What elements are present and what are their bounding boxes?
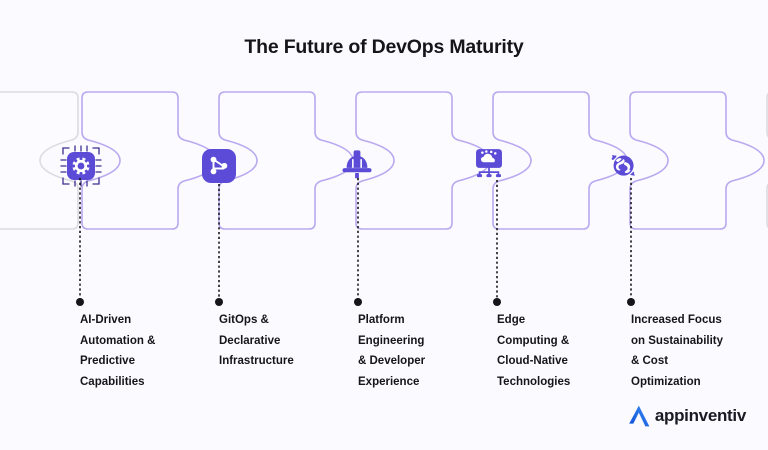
step-label-5: Increased Focus on Sustainability & Cost…: [631, 310, 761, 392]
puzzle-strip: [0, 91, 768, 230]
step-label-5-line-1: Increased Focus: [631, 314, 722, 326]
step-label-3-line-1: Platform: [358, 314, 405, 326]
puzzle-piece-5: [629, 91, 765, 230]
git-branch-nodes-icon: [202, 149, 236, 183]
puzzle-piece-4: [492, 91, 628, 230]
puzzle-piece-2: [218, 91, 354, 230]
connector-dot-2: [215, 298, 223, 306]
step-label-2-line-3: Infrastructure: [219, 355, 294, 367]
step-label-1-line-1: AI-Driven: [80, 314, 132, 326]
step-label-1-line-3: Predictive: [80, 355, 135, 367]
connector-dot-5: [627, 298, 635, 306]
step-label-2: GitOps & Declarative Infrastructure: [219, 310, 339, 372]
step-label-5-line-2: on Sustainability: [631, 334, 724, 347]
ai-chip-gear-icon: [58, 143, 104, 189]
step-label-4-line-2: Computing &: [497, 334, 570, 347]
connector-dot-1: [76, 298, 84, 306]
step-label-4: Edge Computing & Cloud-Native Technologi…: [497, 310, 617, 392]
puzzle-piece-3: [355, 91, 491, 230]
appinventiv-logo: appinventiv: [626, 404, 746, 428]
step-label-2-line-2: Declarative: [219, 334, 281, 347]
step-label-5-line-3: & Cost: [631, 355, 669, 367]
step-label-4-line-4: Technologies: [497, 375, 571, 388]
connector-dot-4: [493, 298, 501, 306]
puzzle-piece-partial-left: [0, 91, 79, 230]
step-label-1-line-2: Automation &: [80, 334, 156, 347]
hard-hat-icon: [340, 148, 374, 182]
step-label-4-line-1: Edge: [497, 314, 526, 326]
page-title: The Future of DevOps Maturity: [244, 36, 524, 58]
appinventiv-a-mark-icon: [629, 405, 650, 427]
step-label-2-line-1: GitOps &: [219, 314, 269, 326]
cloud-monitor-network-icon: [472, 146, 506, 180]
step-label-1: AI-Driven Automation & Predictive Capabi…: [80, 310, 200, 392]
step-label-3-line-3: & Developer: [358, 355, 426, 367]
step-label-3-line-4: Experience: [358, 375, 420, 388]
step-label-1-line-4: Capabilities: [80, 375, 145, 388]
step-label-3: Platform Engineering & Developer Experie…: [358, 310, 478, 392]
globe-recycle-icon: [606, 148, 640, 182]
connector-dot-3: [354, 298, 362, 306]
step-label-3-line-2: Engineering: [358, 334, 425, 347]
puzzle-piece-1: [81, 91, 217, 230]
step-label-5-line-4: Optimization: [631, 375, 701, 388]
step-label-4-line-3: Cloud-Native: [497, 355, 568, 367]
appinventiv-logo-text: appinventiv: [654, 406, 746, 425]
